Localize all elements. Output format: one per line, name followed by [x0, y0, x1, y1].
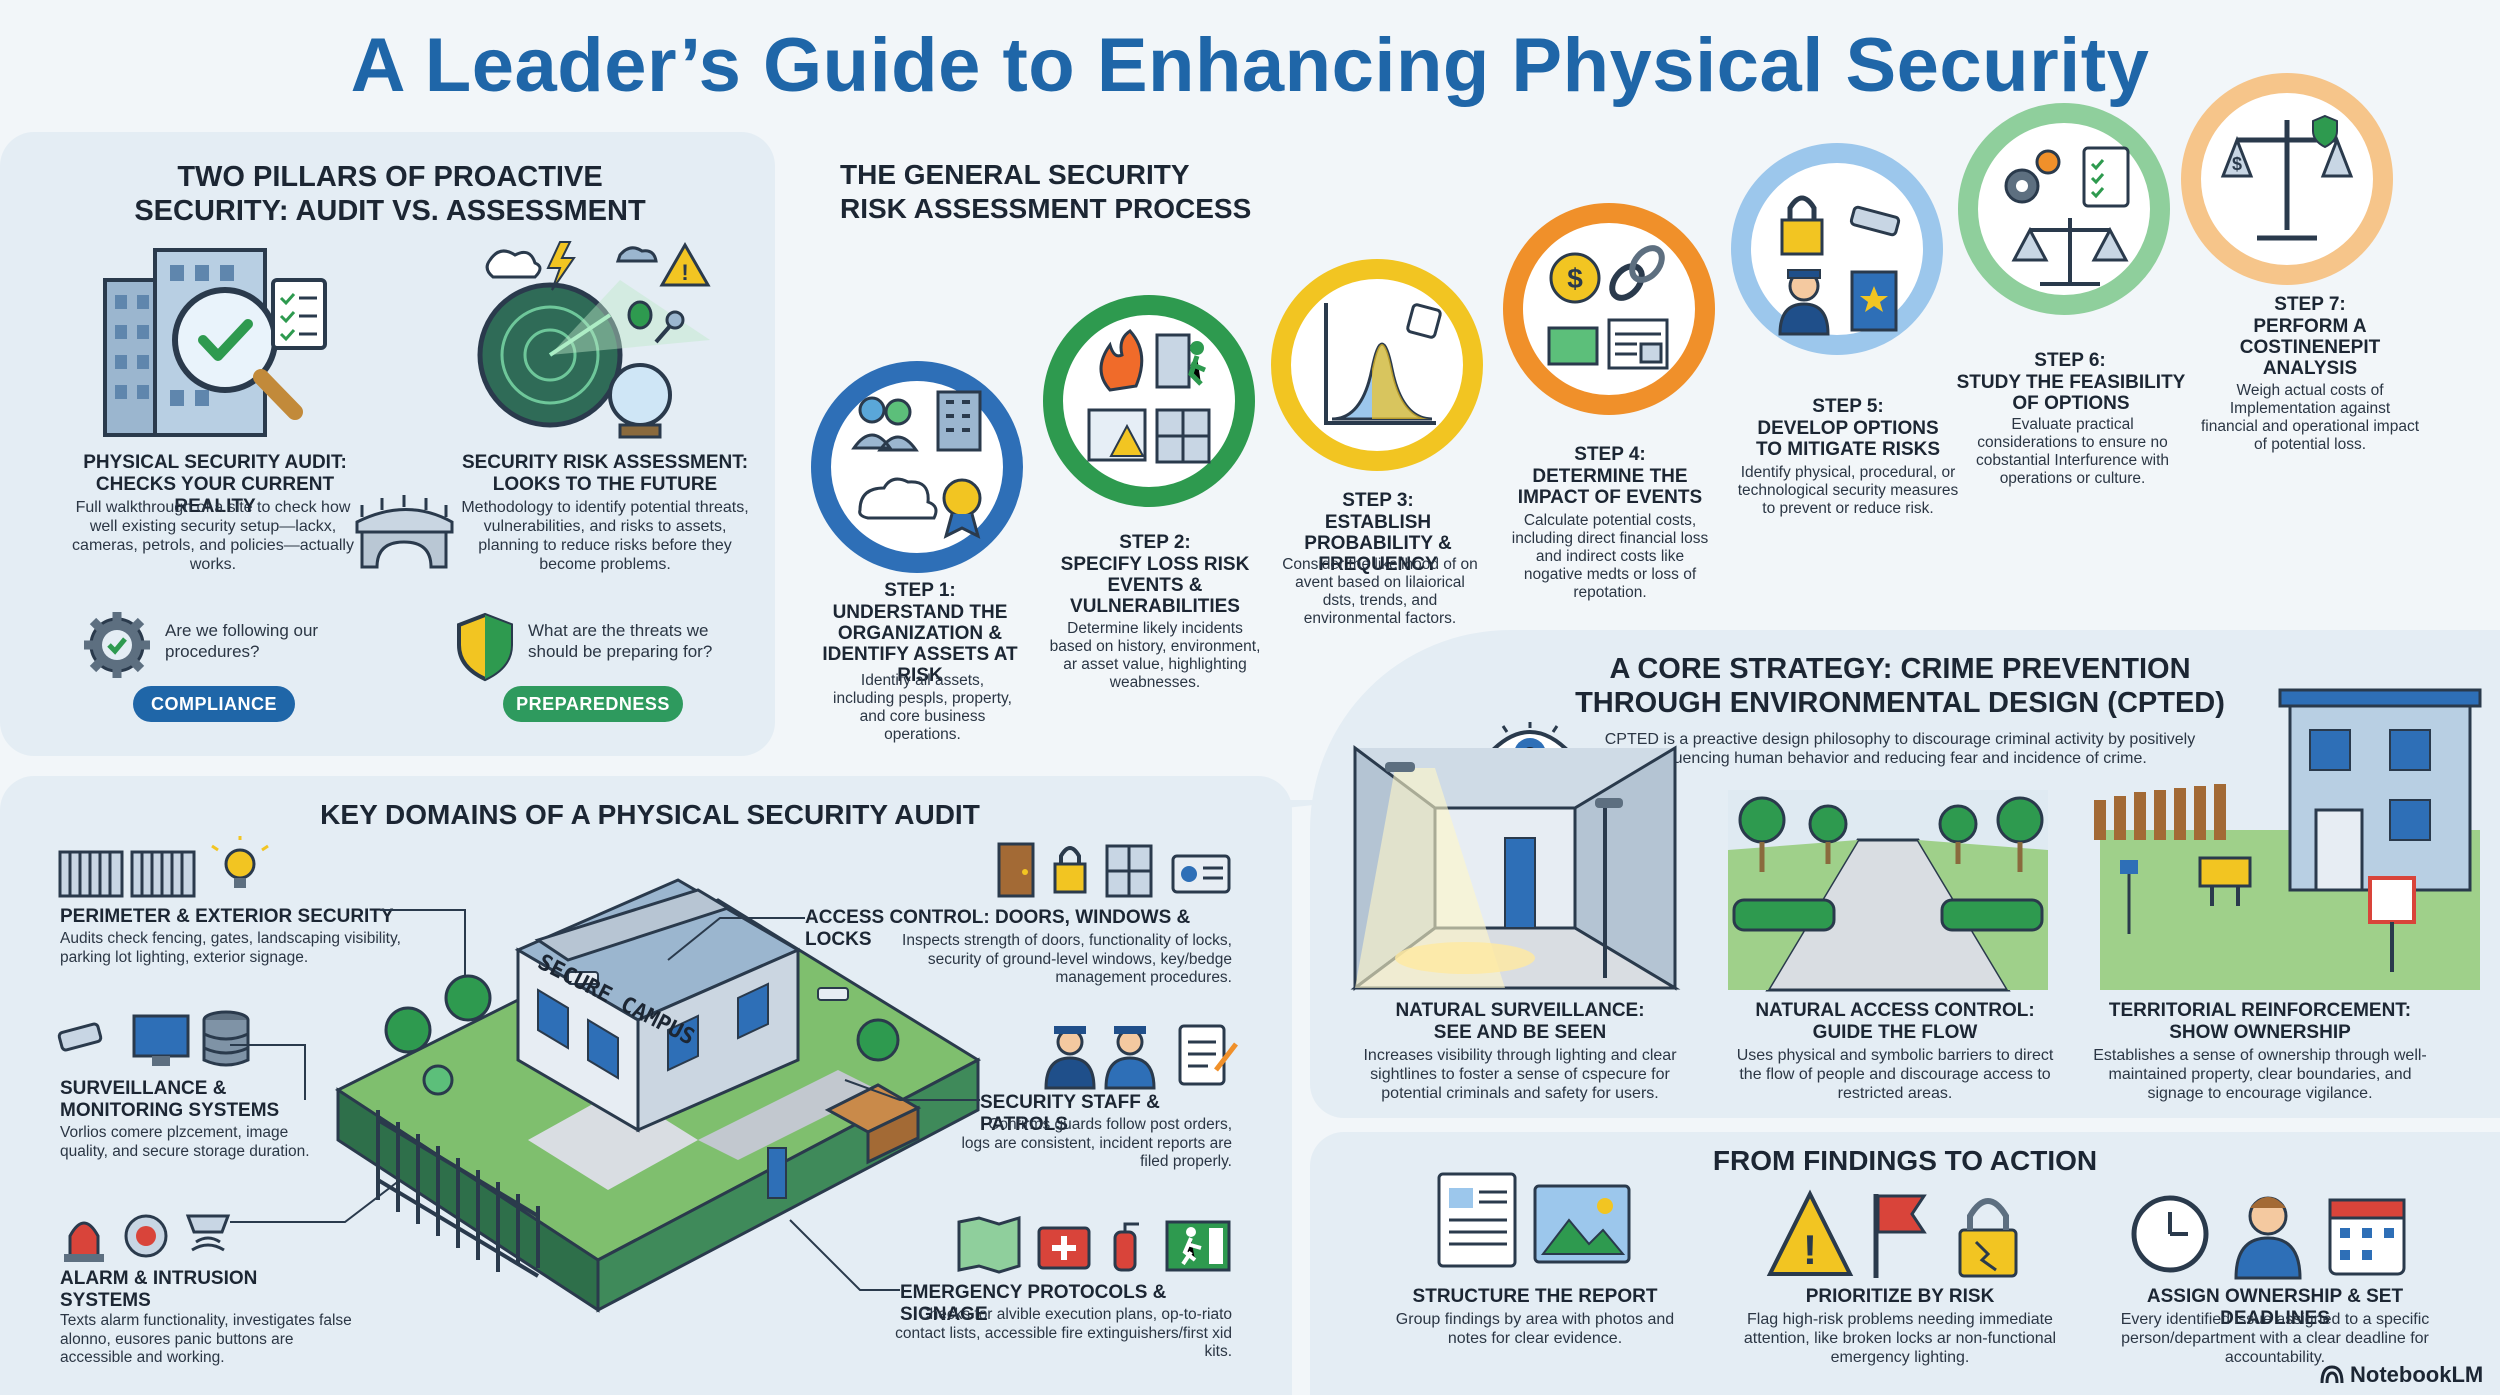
radar-icon: !	[477, 241, 711, 439]
step-6-text: Evaluate practical considerations to ens…	[1976, 416, 2169, 487]
bridge-icon	[355, 495, 454, 569]
cpted-surveillance-text: Increases visibility through lighting an…	[1363, 1047, 1677, 1102]
step-2-label: STEP 2:	[1119, 532, 1191, 553]
cpted-intro: CPTED is a preactive design philosophy t…	[1604, 731, 2196, 767]
domain-surveillance-text: Vorlios comere plzcement, image quality,…	[60, 1124, 310, 1160]
findings-title: FROM FINDINGS TO ACTION	[1712, 1145, 2098, 1176]
cpted-territorial-text: Establishes a sense of ownership through…	[2093, 1047, 2427, 1102]
cpted-access-text: Uses physical and symbolic barriers to d…	[1736, 1047, 2054, 1102]
assessment-text: Methodology to identify potential threat…	[461, 499, 749, 573]
svg-text:!: !	[1803, 1226, 1817, 1273]
step-3-title: ESTABLISH PROBABILITY & FREQUENCY	[1304, 512, 1452, 575]
guards-clipboard-icon	[1044, 1024, 1238, 1090]
step-1-text: Identify all assets, including pespls, p…	[833, 672, 1012, 743]
brand-name: NotebookLM	[2350, 1362, 2484, 1387]
report-photo-icon	[1437, 1172, 1631, 1268]
preparedness-badge: PREPAREDNESS	[503, 686, 683, 722]
cpted-surveillance-title: NATURAL SURVEILLANCE: SEE AND BE SEEN	[1395, 1000, 1645, 1043]
domain-emergency-text: Checks for alvible execution plans, op-t…	[895, 1306, 1232, 1360]
domain-staff-text: Confirms guards follow post orders, logs…	[961, 1116, 1232, 1170]
door-lock-window-icon	[997, 842, 1231, 898]
gear-scale-icon	[2004, 146, 2130, 286]
assessment-question: What are the threats we should be prepar…	[528, 621, 713, 661]
domain-perimeter-title: PERIMETER & EXTERIOR SECURITY	[60, 906, 394, 927]
step-2-text: Determine likely incidents based on hist…	[1049, 620, 1261, 691]
camera-monitor-icon	[57, 1010, 250, 1067]
step-4-title: DETERMINE THE IMPACT OF EVENTS	[1517, 466, 1703, 508]
warning-flag-lock-icon: !	[1766, 1189, 2018, 1278]
svg-text:$: $	[1567, 263, 1583, 294]
cpted-access-title: NATURAL ACCESS CONTROL: GUIDE THE FLOW	[1755, 1000, 2035, 1043]
fire-exit-icon	[1087, 329, 1211, 464]
notebooklm-icon	[2320, 1365, 2344, 1384]
domains-title: KEY DOMAINS OF A PHYSICAL SECURITY AUDIT	[320, 799, 980, 830]
findings-prioritize-title: PRIORITIZE BY RISK	[1805, 1286, 1995, 1307]
step-1-title: UNDERSTAND THE ORGANIZATION & IDENTIFY A…	[822, 602, 1018, 686]
domain-perimeter-text: Audits check fencing, gates, landscaping…	[60, 930, 401, 966]
domain-staff-title: SECURITY STAFF & PATROLS	[980, 1092, 1160, 1135]
domain-access-text: Inspects strength of doors, functionalit…	[902, 932, 1232, 986]
findings-prioritize-text: Flag high-risk problems needing immediat…	[1743, 1311, 2057, 1366]
svg-text:$: $	[2232, 154, 2242, 174]
findings-assign-title: ASSIGN OWNERSHIP & SET DEADLINES	[2146, 1286, 2404, 1329]
step-4-text: Calculate potential costs, including dir…	[1511, 512, 1709, 601]
domain-emergency-title: EMERGENCY PROTOCOLS & SIGNAGE	[900, 1282, 1167, 1325]
shield-icon	[457, 612, 513, 682]
natural-surveillance-illustration	[1350, 745, 1681, 991]
secure-campus-illustration	[334, 878, 982, 1313]
natural-access-illustration	[1728, 790, 2048, 992]
lock-guard-icon	[1778, 195, 1901, 336]
audit-building-icon	[103, 248, 327, 437]
step-6-title: STUDY THE FEASIBILITY OF OPTIONS	[1956, 372, 2186, 414]
domain-access-title: ACCESS CONTROL: DOORS, WINDOWS & LOCKS	[805, 907, 1191, 950]
step-7-title: PERFORM A COSTINENEPIT ANALYSIS	[2239, 316, 2381, 379]
pillars-title: TWO PILLARS OF PROACTIVE SECURITY: AUDIT…	[134, 161, 646, 227]
findings-assign-text: Every identified issue assigned to a spe…	[2120, 1311, 2430, 1366]
audit-question: Are we following our procedures?	[165, 621, 319, 661]
page-title: A Leader’s Guide to Enhancing Physical S…	[350, 23, 2150, 108]
step-2-title: SPECIFY LOSS RISK EVENTS & VULNERABILITI…	[1060, 554, 1250, 617]
fence-icon	[58, 836, 269, 898]
gear-icon	[84, 612, 150, 678]
coin-chain-icon: $	[1547, 245, 1669, 370]
brand-logo: NotebookLM	[2320, 1362, 2483, 1388]
alarm-icon	[64, 1214, 231, 1262]
step-4-label: STEP 4:	[1574, 444, 1646, 465]
step-5-label: STEP 5:	[1812, 396, 1884, 417]
step-1-label: STEP 1:	[884, 580, 956, 601]
audit-title: PHYSICAL SECURITY AUDIT: CHECKS YOUR CUR…	[83, 452, 347, 517]
cpted-title: A CORE STRATEGY: CRIME PREVENTION THROUG…	[1575, 653, 2225, 719]
findings-report-title: STRUCTURE THE REPORT	[1412, 1286, 1658, 1307]
emergency-icons	[957, 1215, 1231, 1274]
findings-report-text: Group findings by area with photos and n…	[1395, 1311, 1675, 1347]
step-3-label: STEP 3:	[1342, 490, 1414, 511]
svg-text:!: !	[681, 260, 688, 285]
domain-alarm-text: Texts alarm functionality, investigates …	[60, 1312, 352, 1366]
domain-alarm-title: ALARM & INTRUSION SYSTEMS	[60, 1268, 258, 1311]
step-5-text: Identify physical, procedural, or techno…	[1737, 464, 1959, 517]
bell-curve-icon	[1324, 303, 1442, 425]
step-3-text: Consider the likelihood of on avent base…	[1282, 556, 1478, 627]
assessment-title: SECURITY RISK ASSESSMENT: LOOKS TO THE F…	[461, 452, 749, 495]
step-7-label: STEP 7:	[2274, 294, 2346, 315]
step-7-text: Weigh actual costs of Implementation aga…	[2201, 382, 2419, 453]
cpted-territorial-title: TERRITORIAL REINFORCEMENT: SHOW OWNERSHI…	[2108, 1000, 2412, 1043]
step-6-label: STEP 6:	[2034, 350, 2106, 371]
audit-text: Full walkthrough of a site to check how …	[72, 499, 354, 573]
step-5-title: DEVELOP OPTIONS TO MITIGATE RISKS	[1755, 418, 1941, 460]
compliance-badge: COMPLIANCE	[133, 686, 295, 722]
process-title: THE GENERAL SECURITY RISK ASSESSMENT PRO…	[840, 159, 1252, 224]
clock-person-calendar-icon	[2131, 1195, 2406, 1280]
territorial-reinforcement-illustration	[2094, 688, 2482, 990]
domain-surveillance-title: SURVEILLANCE & MONITORING SYSTEMS	[60, 1078, 280, 1121]
balance-scale-icon: $	[2220, 114, 2354, 241]
people-building-icon	[851, 390, 982, 539]
